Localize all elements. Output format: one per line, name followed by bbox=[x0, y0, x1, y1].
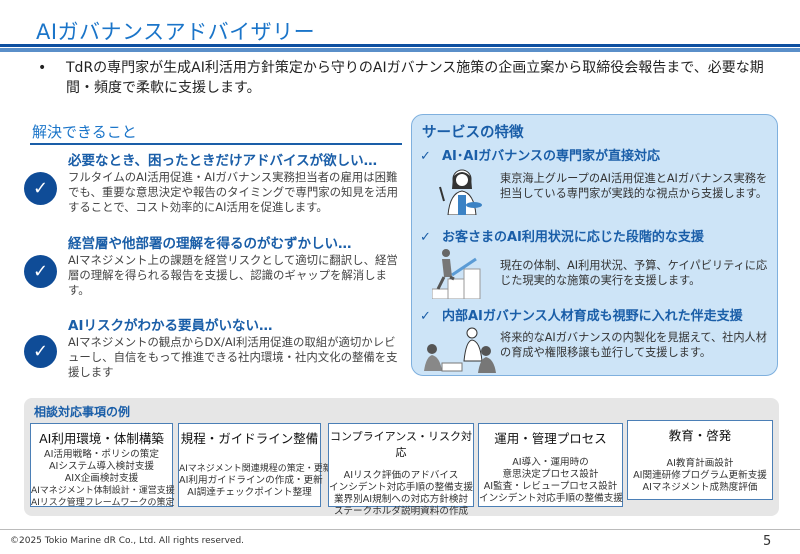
title-divider bbox=[0, 44, 800, 52]
expert-illustration-icon bbox=[439, 169, 482, 215]
consult-card: 規程・ガイドライン整備 AIマネジメント関連規程の策定・更新 AI利用ガイドライ… bbox=[178, 423, 332, 507]
feature-body: 東京海上グループのAI活用促進とAIガバナンス実務を担当している専門家が実践的な… bbox=[500, 172, 768, 200]
feature-title-text: AI･AIガバナンスの専門家が直接対応 bbox=[442, 149, 661, 164]
consult-card-title: 規程・ガイドライン整備 bbox=[180, 431, 319, 446]
consult-line: インシデント対応手順の整備支援 bbox=[479, 493, 623, 504]
feature-title: ✓ 内部AIガバナンス人材育成も視野に入れた伴走支援 bbox=[420, 305, 743, 324]
copyright: ©2025 Tokio Marine dR Co., Ltd. All righ… bbox=[10, 536, 245, 546]
stairs-illustration-icon bbox=[432, 249, 481, 299]
consult-line: AIマネジメント成熟度評価 bbox=[642, 482, 758, 493]
check-circle-icon: ✓ bbox=[24, 335, 57, 368]
feature-title-text: 内部AIガバナンス人材育成も視野に入れた伴走支援 bbox=[442, 309, 743, 324]
consult-line: AIリスク管理フレームワークの策定 bbox=[31, 498, 175, 508]
check-icon: ✓ bbox=[420, 149, 431, 164]
mentoring-illustration-icon bbox=[424, 327, 496, 373]
consult-card: コンプライアンス・リスク対応 AIリスク評価のアドバイス インシデント対応手順の… bbox=[328, 423, 474, 517]
check-circle-icon: ✓ bbox=[24, 255, 57, 288]
consult-card-title: コンプライアンス・リスク対応 bbox=[329, 430, 472, 459]
consult-card: 教育・啓発 AI教育計画設計 AI関連研修プログラム更新支援 AIマネジメント成… bbox=[627, 420, 773, 500]
check-icon: ✓ bbox=[420, 309, 431, 324]
features-panel: サービスの特徴 ✓ AI･AIガバナンスの専門家が直接対応 東京海上グループのAI… bbox=[411, 114, 778, 376]
page-number: 5 bbox=[763, 534, 772, 549]
consult-card-title: 運用・管理プロセス bbox=[494, 431, 607, 446]
solve-item-title: 必要なとき、困ったときだけアドバイスが欲しい… bbox=[68, 153, 378, 169]
feature-title: ✓ AI･AIガバナンスの専門家が直接対応 bbox=[420, 145, 660, 164]
solve-item-body: フルタイムのAI活用促進・AIガバナンス実務担当者の雇用は困難でも、重要な意思決… bbox=[68, 170, 398, 214]
solve-item: ✓ 経営層や他部署の理解を得るのがむずかしい… AIマネジメント上の課題を経営リ… bbox=[24, 235, 404, 298]
solve-heading: 解決できること bbox=[30, 121, 402, 145]
bullet: • bbox=[38, 60, 47, 76]
consult-line: AIマネジメント体制設計・運営支援 bbox=[31, 486, 175, 496]
consult-line: AI教育計画設計 bbox=[666, 458, 734, 469]
consult-card: 運用・管理プロセス AI導入・運用時の 意思決定プロセス設計 AI監査・レビュー… bbox=[478, 423, 623, 507]
consult-line: AI監査・レビュープロセス設計 bbox=[483, 481, 618, 492]
feature-title-text: お客さまのAI利用状況に応じた段階的な支援 bbox=[442, 230, 704, 245]
check-circle-icon: ✓ bbox=[24, 172, 57, 205]
consultation-examples-panel: 相談対応事項の例 AI利用環境・体制構築 AI活用戦略・ポリシの策定 AIシステ… bbox=[24, 398, 779, 517]
solve-item: ✓ AIリスクがわかる要員がいない… AIマネジメントの観点からDX/AI利活用… bbox=[24, 317, 404, 380]
consult-line: AIシステム導入検討支援 bbox=[48, 461, 155, 472]
consult-line: AIマネジメント関連規程の策定・更新 bbox=[179, 464, 332, 474]
consult-line: AI活用戦略・ポリシの策定 bbox=[44, 449, 159, 460]
consult-line: 業界別AI規制への対応方針検討 bbox=[333, 494, 469, 505]
solve-item: ✓ 必要なとき、困ったときだけアドバイスが欲しい… フルタイムのAI活用促進・A… bbox=[24, 152, 404, 215]
feature-title: ✓ お客さまのAI利用状況に応じた段階的な支援 bbox=[420, 226, 704, 245]
consult-card: AI利用環境・体制構築 AI活用戦略・ポリシの策定 AIシステム導入検討支援 A… bbox=[30, 423, 175, 508]
feature-body: 現在の体制、AI利用状況、予算、ケイパビリティに応じた現実的な施策の実行を支援し… bbox=[500, 259, 768, 287]
lead-body: TdRの専門家が生成AI利活用方針策定から守りのAIガバナンス施策の企画立案から… bbox=[66, 60, 764, 96]
consult-line: AI利用ガイドラインの作成・更新 bbox=[179, 475, 323, 486]
footer-divider bbox=[0, 529, 800, 530]
features-heading: サービスの特徴 bbox=[422, 125, 524, 141]
lead-text: • TdRの専門家が生成AI利活用方針策定から守りのAIガバナンス施策の企画立案… bbox=[38, 58, 788, 98]
consult-line: AI導入・運用時の bbox=[512, 457, 589, 468]
consult-line: AIリスク評価のアドバイス bbox=[343, 470, 459, 481]
consult-line: AI調達チェックポイント整理 bbox=[187, 487, 312, 498]
check-icon: ✓ bbox=[420, 230, 431, 245]
consult-line: AIX企画検討支援 bbox=[64, 473, 139, 484]
solve-item-body: AIマネジメントの観点からDX/AI利活用促進の取組が適切かレビューし、自信をも… bbox=[68, 335, 398, 379]
consult-line: AI関連研修プログラム更新支援 bbox=[633, 470, 767, 481]
consult-card-title: 教育・啓発 bbox=[668, 428, 732, 443]
solve-item-title: AIリスクがわかる要員がいない… bbox=[68, 318, 273, 334]
consult-card-title: AI利用環境・体制構築 bbox=[39, 431, 164, 446]
feature-body: 将来的なAIガバナンスの内製化を見据えて、社内人材の育成や権限移譲も並行して支援… bbox=[500, 331, 767, 359]
consult-line: 意思決定プロセス設計 bbox=[502, 469, 599, 480]
consult-line: ステークホルダ説明資料の作成 bbox=[333, 506, 469, 517]
consult-line: インシデント対応手順の整備支援 bbox=[329, 482, 473, 493]
consultation-heading: 相談対応事項の例 bbox=[34, 405, 131, 419]
solve-item-body: AIマネジメント上の課題を経営リスクとして適切に翻訳し、経営層の理解を得られる報… bbox=[68, 253, 398, 297]
page-title: AIガバナンスアドバイザリー bbox=[36, 20, 316, 44]
solve-item-title: 経営層や他部署の理解を得るのがむずかしい… bbox=[68, 236, 352, 252]
